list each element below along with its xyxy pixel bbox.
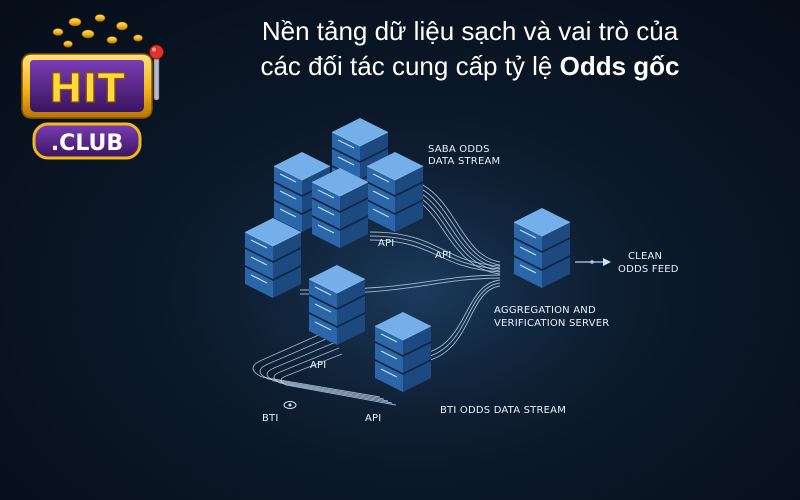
label-bti: BTI [262, 413, 279, 424]
label-clean-line1: CLEAN [628, 251, 662, 262]
server-middle-left [244, 217, 302, 299]
hit-club-logo: HIT .CLUB [21, 14, 164, 160]
logo-sub: .CLUB [51, 131, 123, 156]
label-bti-stream: BTI ODDS DATA STREAM [440, 405, 566, 416]
coins-icon [52, 14, 143, 48]
page-title: Nền tảng dữ liệu sạch và vai trò của các… [170, 14, 770, 84]
label-api-d: API [365, 413, 381, 424]
slot-lever-icon [149, 44, 164, 101]
label-saba-line2: DATA STREAM [428, 156, 500, 167]
label-clean-line2: ODDS FEED [618, 264, 679, 275]
server-middle [308, 264, 366, 346]
title-line-2-bold: Odds gốc [559, 51, 680, 81]
background-glow [160, 110, 680, 470]
title-line-1: Nền tảng dữ liệu sạch và vai trò của [261, 16, 679, 46]
label-saba-line1: SABA ODDS [428, 144, 490, 155]
server-top-right [366, 151, 424, 233]
server-top-front [311, 167, 369, 249]
title-line-2: các đối tác cung cấp tỷ lệ Odds gốc [170, 49, 770, 84]
output-dot [590, 260, 594, 264]
label-api-a: API [378, 238, 394, 249]
logo-word: HIT [49, 66, 125, 112]
server-bottom [374, 311, 432, 393]
server-aggregation [513, 207, 571, 289]
label-aggregation-line2: VERIFICATION SERVER [494, 318, 609, 329]
label-api-c: API [310, 360, 326, 371]
label-aggregation-line1: AGGREGATION AND [494, 305, 596, 316]
output-arrow-icon [603, 258, 611, 266]
bti-node-icon [283, 401, 297, 409]
label-api-b: API [435, 250, 451, 261]
title-line-2-prefix: các đối tác cung cấp tỷ lệ [260, 51, 560, 81]
